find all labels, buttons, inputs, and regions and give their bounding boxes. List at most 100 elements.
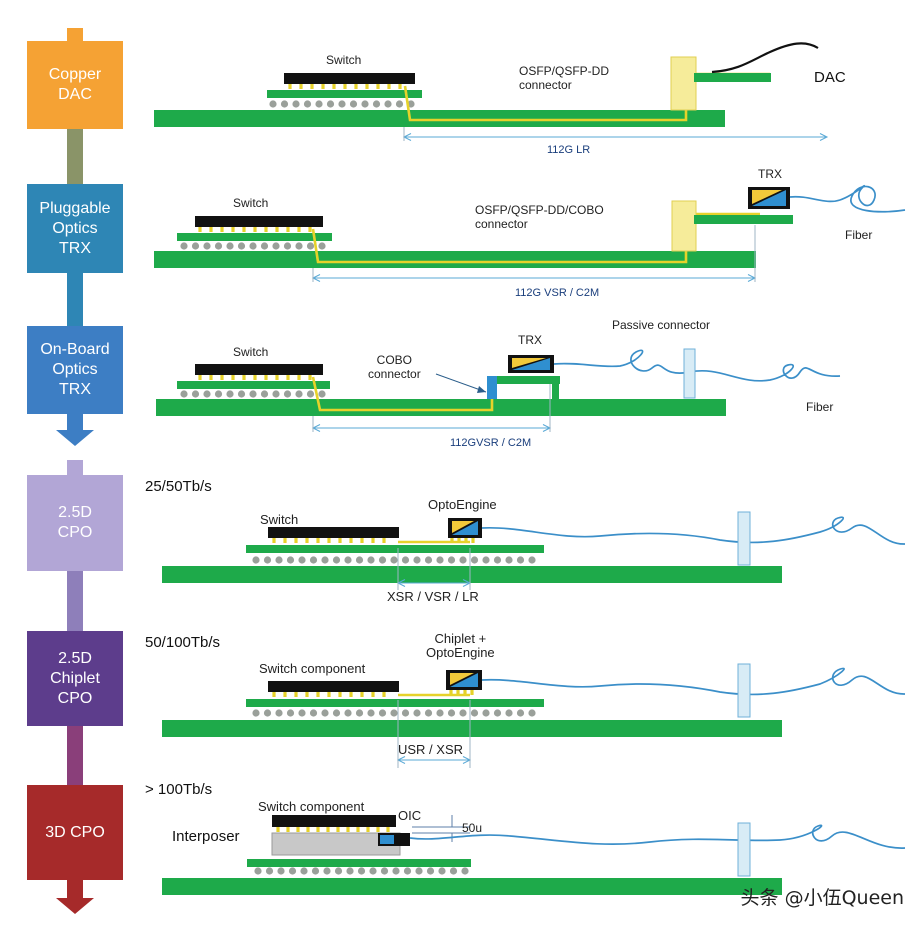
row4-engine-pin xyxy=(471,538,475,543)
stage-onboard-optics: On-Board Optics TRX xyxy=(27,326,123,414)
row3-trx-lens xyxy=(512,358,550,370)
row1-span-dim-arrow-right xyxy=(819,133,829,141)
row5-solder-ball xyxy=(367,709,375,717)
row4-solder-ball xyxy=(252,556,260,564)
row1-solder-ball xyxy=(361,100,369,108)
row1-chip-pin xyxy=(354,84,358,89)
stage-top-stub xyxy=(67,28,83,41)
row6-chip-pin xyxy=(276,827,280,832)
row6-solder-ball xyxy=(265,867,274,875)
row6-chip-pin xyxy=(336,827,340,832)
row3-switch-chip xyxy=(195,364,323,375)
row3-chip-pin xyxy=(231,375,235,380)
row6-chip-pin xyxy=(286,827,290,832)
row6-solder-ball xyxy=(426,867,435,875)
row3-fiber xyxy=(553,349,841,382)
row4-optoengine-lens xyxy=(452,521,478,535)
row4-solder-ball xyxy=(298,556,306,564)
row4-chip-pin xyxy=(283,538,287,543)
row5-chip-pin xyxy=(327,692,331,697)
row1-dac-label: DAC xyxy=(814,69,846,86)
row3-chip-pin xyxy=(220,375,224,380)
row5-solder-ball xyxy=(436,709,444,717)
row3-main-board xyxy=(156,399,726,416)
row4-engine-label: OptoEngine xyxy=(428,497,497,512)
row5-solder-ball xyxy=(482,709,490,717)
row4-engine-pin xyxy=(450,538,454,543)
row2-solder-ball xyxy=(272,242,280,250)
row6-chip-pin xyxy=(356,827,360,832)
row4-chip-pin xyxy=(349,538,353,543)
stage-label-2-5d-cpo: 2.5D CPO xyxy=(57,504,93,541)
row4-chip-pin xyxy=(338,538,342,543)
row3-chip-pin xyxy=(275,375,279,380)
row4-chip-pin xyxy=(316,538,320,543)
row5-span-label: USR / XSR xyxy=(398,742,464,757)
row2-chip-pin xyxy=(209,227,213,232)
row3-solder-ball xyxy=(272,390,280,398)
row5-solder-ball xyxy=(332,709,341,717)
row6-oic-label: OIC xyxy=(398,808,422,823)
row4-solder-ball xyxy=(470,556,479,564)
row4-optoengine-die xyxy=(452,521,474,533)
row4-solder-ball xyxy=(516,556,525,564)
row2-trx-board xyxy=(694,215,793,224)
row2-solder-ball xyxy=(249,242,257,250)
row3-cobo-pointer-head xyxy=(477,386,486,393)
row4-passive-connector xyxy=(737,511,751,566)
row5-solder-ball xyxy=(378,709,387,717)
row2-chip-pin xyxy=(286,227,290,232)
row5-chip-pin xyxy=(349,692,353,697)
row4-solder-ball xyxy=(367,556,375,564)
row3-cobo-pointer xyxy=(435,373,487,393)
row1-solder-ball xyxy=(326,100,335,108)
row1-chip-pin xyxy=(299,84,303,89)
row3-chip-pin xyxy=(286,375,290,380)
row2-chip-pin xyxy=(220,227,224,232)
row4-solder-ball xyxy=(378,556,387,564)
row4-solder-ball xyxy=(355,556,364,564)
row6-solder-ball xyxy=(392,867,400,875)
row6-solder-ball xyxy=(438,867,446,875)
row2-trx-label: TRX xyxy=(758,167,782,181)
row4-solder-ball xyxy=(321,556,329,564)
stage-arrow-3 xyxy=(56,430,94,446)
row3-solder-ball xyxy=(237,390,246,398)
row4-fiber xyxy=(481,516,906,545)
row3-chip-pin xyxy=(242,375,246,380)
row3-solder-ball xyxy=(180,390,188,398)
row6-substrate xyxy=(247,859,471,867)
row2-chip-pin xyxy=(308,227,312,232)
row5-chip-pin xyxy=(294,692,298,697)
row4-main-board xyxy=(162,566,782,583)
row5-solder-ball xyxy=(401,709,410,717)
row1-switch-chip xyxy=(284,73,415,84)
row1-switch-label: Switch xyxy=(326,53,362,67)
row4-solder-ball xyxy=(275,556,283,564)
row3-chip-pin xyxy=(209,375,213,380)
row5-solder-ball xyxy=(459,709,467,717)
row5-solder-ball xyxy=(321,709,329,717)
row3-cobo-connector xyxy=(487,376,497,399)
row6-solder-ball xyxy=(415,867,423,875)
row6-chip-pin xyxy=(376,827,380,832)
stage-link-4 xyxy=(67,571,83,631)
row6-solder-ball xyxy=(334,867,343,875)
row2-chip-pin xyxy=(242,227,246,232)
row2-solder-ball xyxy=(226,242,234,250)
row5-solder-ball xyxy=(470,709,479,717)
row4-switch-chip xyxy=(268,527,399,538)
row4-solder-ball xyxy=(332,556,341,564)
row6-chip-pin xyxy=(296,827,300,832)
row5-solder-ball xyxy=(309,709,318,717)
row4-substrate xyxy=(246,545,544,553)
row5-chip-pin xyxy=(338,692,342,697)
row3-chip-pin xyxy=(264,375,268,380)
row2-chip-pin xyxy=(297,227,301,232)
row4-solder-ball xyxy=(286,556,295,564)
stage-label-copper-dac: Copper DAC xyxy=(48,66,102,103)
row6-gap-label: 50u xyxy=(462,821,483,835)
row6-main-board xyxy=(162,878,782,895)
